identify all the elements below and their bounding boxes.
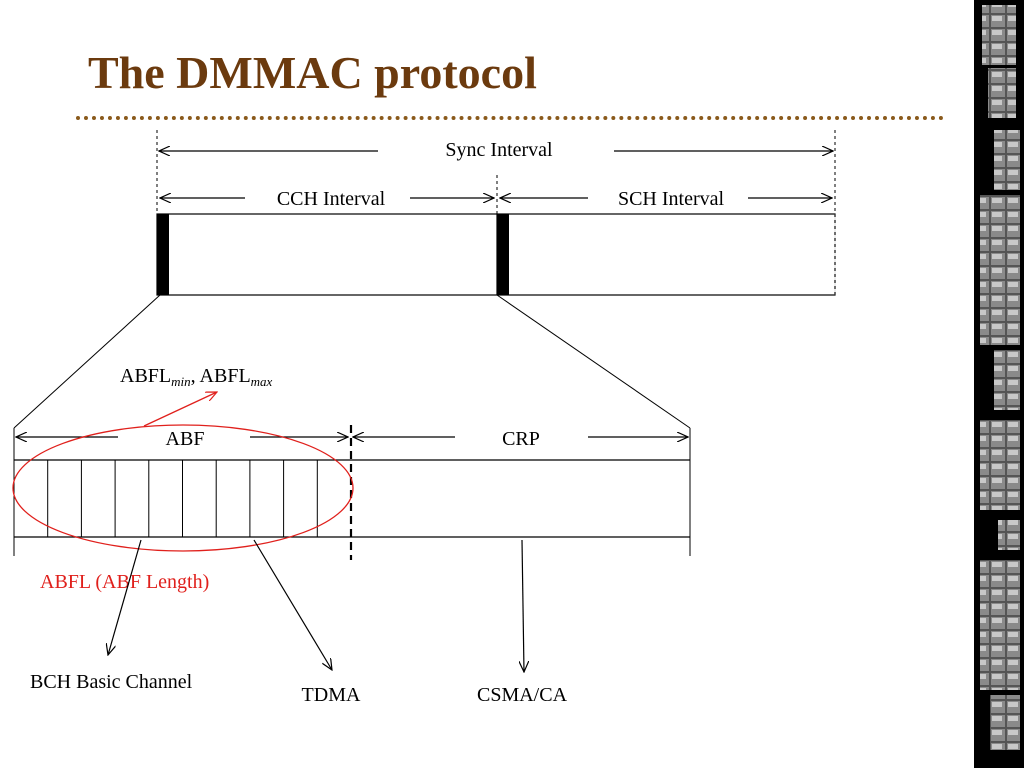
expand-line-left — [13, 294, 161, 429]
crp-label: CRP — [502, 428, 540, 450]
title-divider — [76, 116, 944, 120]
expand-line-right — [496, 294, 691, 429]
abfl-min-base: ABFL — [120, 365, 171, 387]
slide-title: The DMMAC protocol — [88, 47, 537, 98]
decorative-sidebar — [974, 0, 1024, 768]
cch-guard-block — [157, 214, 169, 295]
sch-interval-label: SCH Interval — [618, 188, 725, 210]
abf-highlight-ellipse — [12, 424, 354, 552]
csma-label: CSMA/CA — [477, 684, 568, 706]
abf-label: ABF — [166, 428, 205, 450]
sync-interval-box — [156, 213, 836, 296]
bch-arrow — [108, 539, 142, 655]
bch-label: BCH Basic Channel — [30, 671, 193, 693]
sync-interval-label: Sync Interval — [445, 139, 553, 161]
tdma-label: TDMA — [302, 684, 361, 706]
abfl-max-base: ABFL — [200, 365, 251, 387]
sidebar-pattern — [974, 0, 1024, 768]
abf-slots — [47, 460, 318, 537]
csma-arrow — [522, 539, 524, 672]
abfl-range-arrow — [143, 392, 217, 427]
abfl-max-sub: max — [251, 374, 273, 389]
abfl-separator: , — [191, 365, 200, 387]
abfl-range-label: ABFLmin, ABFLmax — [120, 365, 273, 389]
abfl-length-label: ABFL (ABF Length) — [40, 571, 209, 593]
cch-interval-label: CCH Interval — [277, 188, 386, 210]
sch-guard-block — [497, 214, 509, 295]
abfl-min-sub: min — [171, 374, 191, 389]
tdma-arrow — [253, 539, 332, 670]
